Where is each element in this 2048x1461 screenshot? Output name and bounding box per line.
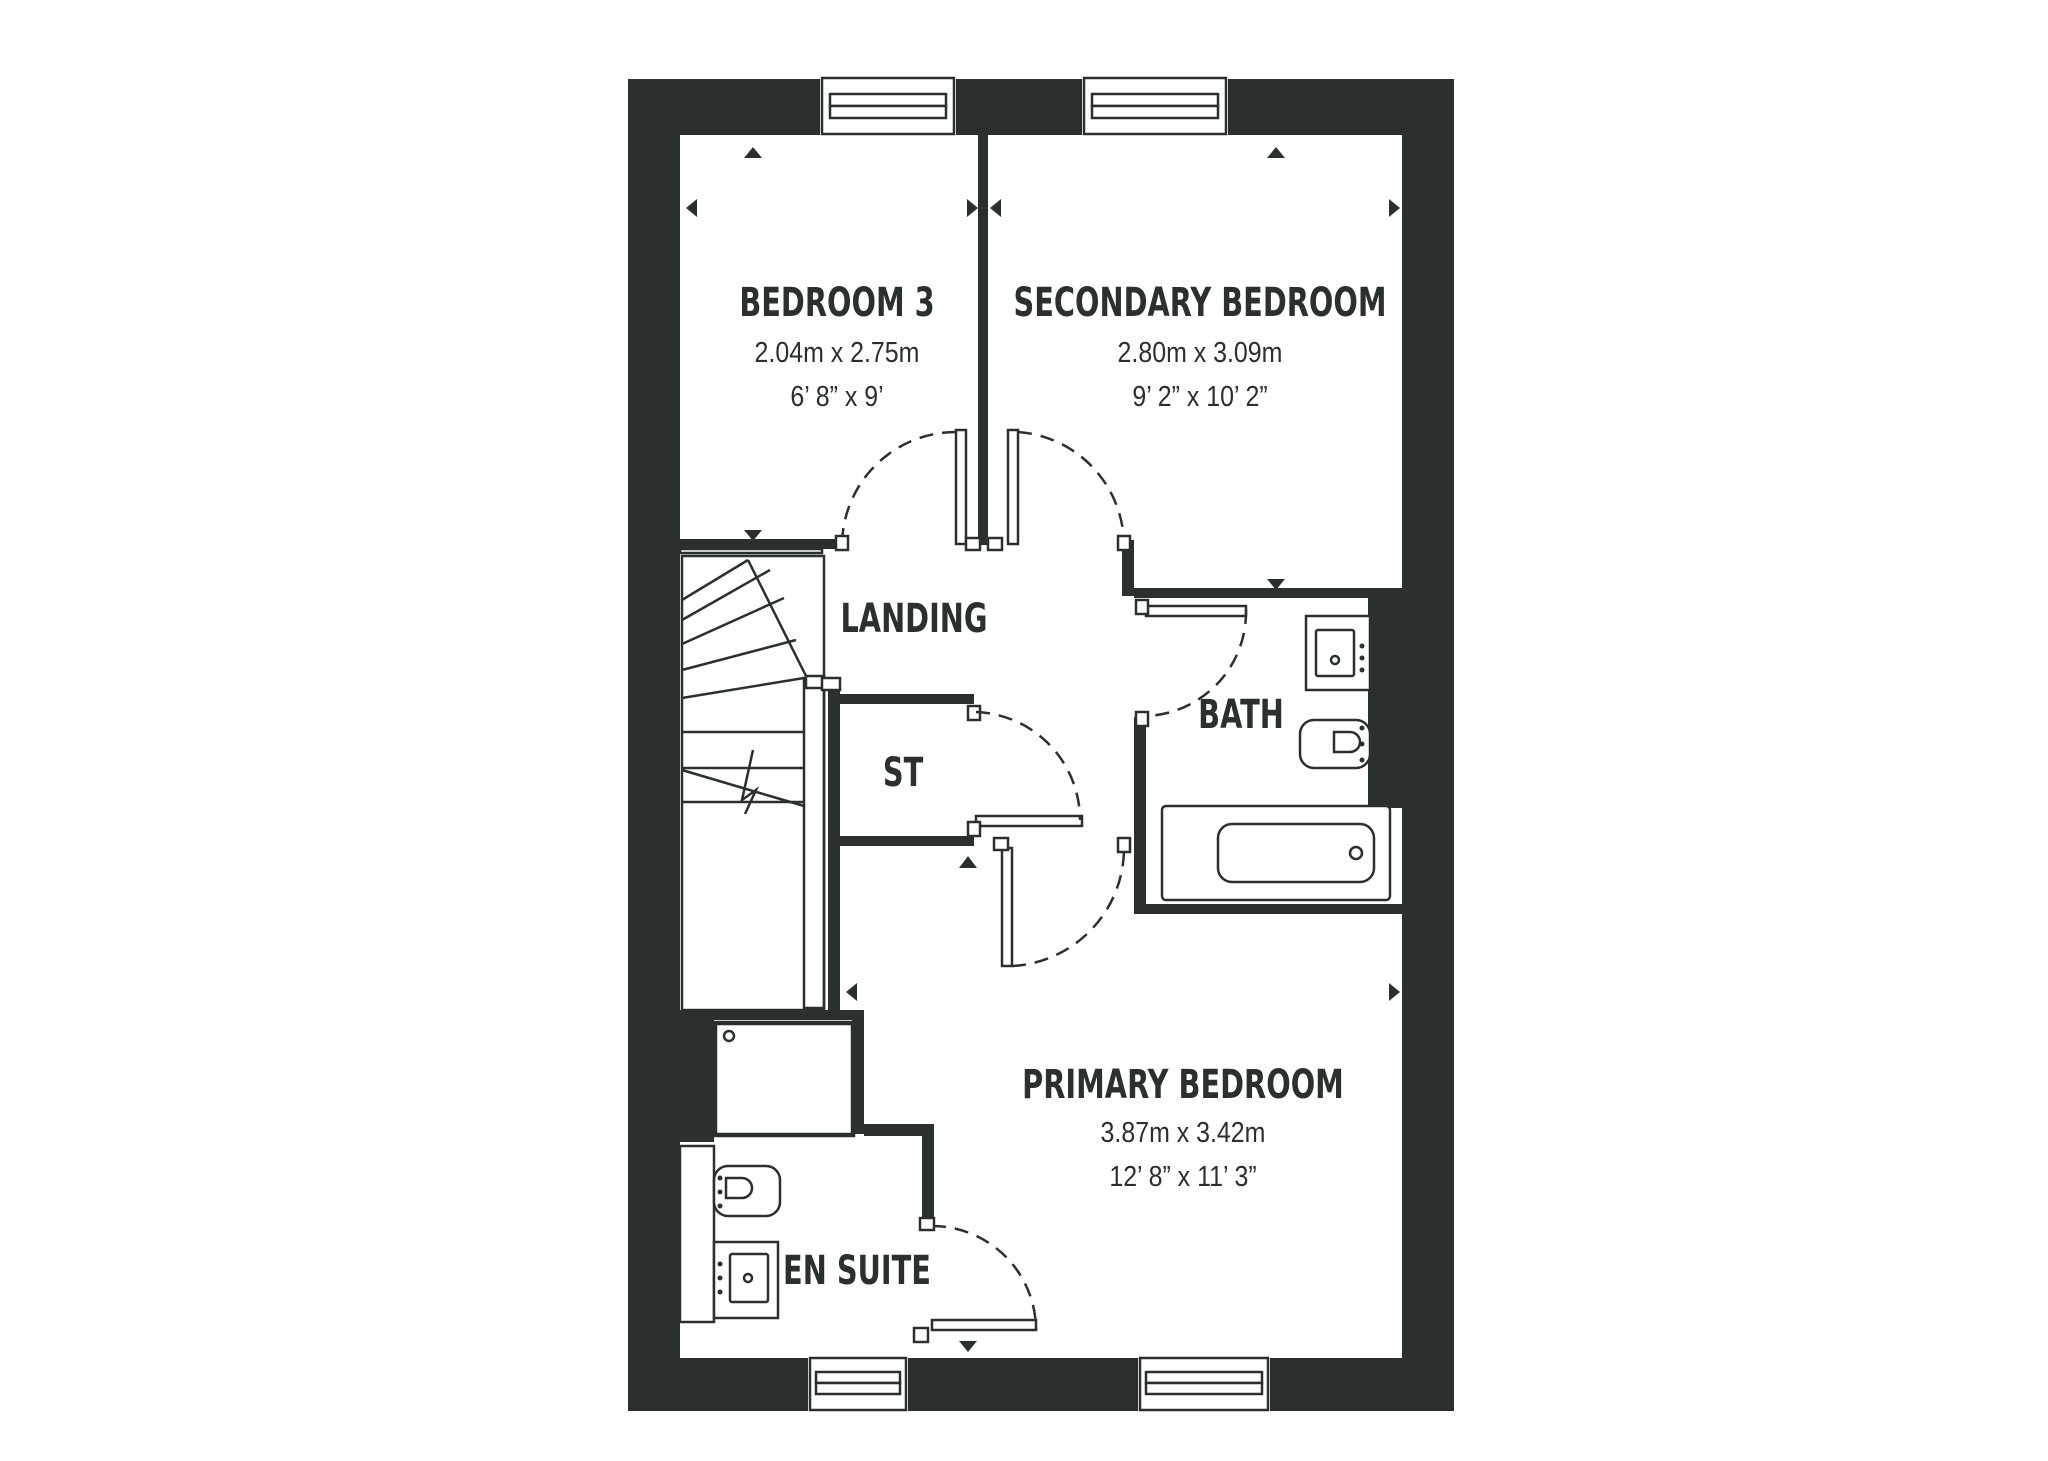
window-en-suite [808, 1356, 908, 1414]
bath-basin [1304, 614, 1372, 692]
en-suite-basin [712, 1240, 780, 1320]
door-bath [1134, 598, 1248, 728]
bathtub [1160, 804, 1392, 902]
door-en-suite [912, 1216, 1038, 1344]
en-suite-fixtures [712, 1020, 856, 1320]
window-secondary-bedroom [1082, 76, 1228, 136]
landing-name: LANDING [840, 596, 987, 642]
dimension-markers [686, 147, 1400, 1352]
interior-walls [628, 135, 1402, 1324]
bedroom3-metric: 2.04m x 2.75m [755, 336, 920, 368]
windows [808, 76, 1270, 1414]
secondary-bedroom-name: SECONDARY BEDROOM [1013, 280, 1386, 326]
door-primary-bedroom [992, 836, 1132, 968]
secondary-bedroom-label: SECONDARY BEDROOM 2.80m x 3.09m 9’ 2” x … [1013, 280, 1386, 412]
primary-bedroom-imperial: 12’ 8” x 11’ 3” [1109, 1160, 1256, 1192]
doors [834, 428, 1248, 1344]
en-suite-name: EN SUITE [783, 1248, 931, 1294]
primary-bedroom-name: PRIMARY BEDROOM [1022, 1062, 1344, 1108]
bedroom3-imperial: 6’ 8” x 9’ [790, 380, 883, 412]
door-store [966, 704, 1084, 838]
secondary-bedroom-metric: 2.80m x 3.09m [1118, 336, 1283, 368]
en-suite-toilet [712, 1164, 782, 1218]
door-secondary-bedroom [986, 428, 1132, 552]
bath-toilet [1298, 718, 1372, 770]
shower-tray [712, 1020, 856, 1138]
secondary-bedroom-imperial: 9’ 2” x 10’ 2” [1132, 380, 1267, 412]
bath-fixtures [1160, 614, 1392, 902]
staircase [680, 554, 842, 1012]
store-name: ST [883, 750, 924, 796]
door-bedroom3 [834, 428, 982, 552]
window-primary-bedroom [1138, 1356, 1270, 1414]
bedroom3-name: BEDROOM 3 [739, 280, 934, 326]
bedroom3-label: BEDROOM 3 2.04m x 2.75m 6’ 8” x 9’ [739, 280, 934, 412]
primary-bedroom-metric: 3.87m x 3.42m [1101, 1116, 1266, 1148]
bath-name: BATH [1198, 692, 1284, 738]
window-bedroom3 [820, 76, 956, 136]
room-labels: BEDROOM 3 2.04m x 2.75m 6’ 8” x 9’ SECON… [739, 280, 1386, 1294]
primary-bedroom-label: PRIMARY BEDROOM 3.87m x 3.42m 12’ 8” x 1… [1022, 1062, 1344, 1192]
